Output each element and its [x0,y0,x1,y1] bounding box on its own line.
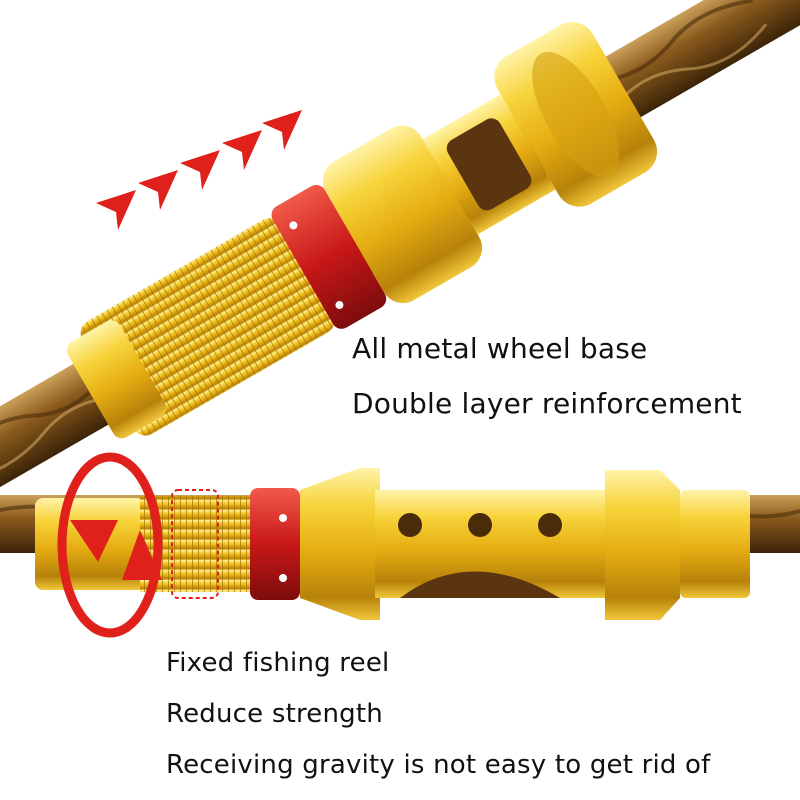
caption-reduce-strength: Reduce strength [166,699,383,729]
rotate-icon [57,452,163,638]
vent-hole [538,513,562,537]
vent-hole [468,513,492,537]
caption-reinforcement: Double layer reinforcement [352,387,742,420]
gold-hood [300,468,380,620]
caption-fixed-reel: Fixed fishing reel [166,648,390,678]
vent-hole [398,513,422,537]
top-rod-assembly [0,0,800,505]
caption-wheel-base: All metal wheel base [352,332,648,365]
caption-gravity: Receiving gravity is not easy to get rid… [166,750,711,780]
chevron-right-icon [96,110,302,230]
bottom-rod-assembly [0,468,800,620]
red-lock-ring [250,488,300,600]
red-lock-ring [271,184,387,329]
gold-hood [322,125,483,304]
